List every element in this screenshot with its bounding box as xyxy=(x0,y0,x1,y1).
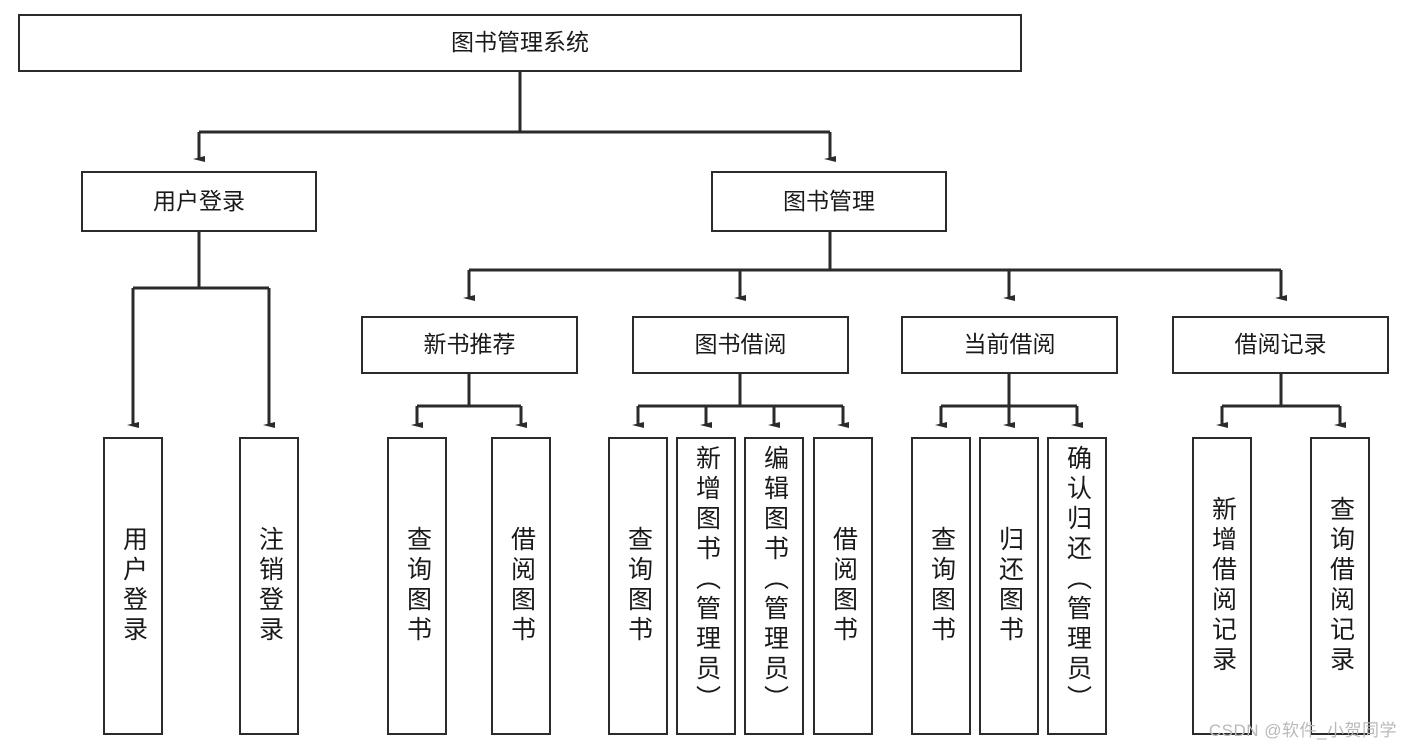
leaf-query-book-borrow[interactable]: 查询图书 xyxy=(608,437,668,735)
node-new-book-recommend[interactable]: 新书推荐 xyxy=(361,316,578,374)
node-label: 用户登录 xyxy=(119,526,148,646)
node-label: 新书推荐 xyxy=(423,331,516,358)
node-book-management[interactable]: 图书管理 xyxy=(711,171,947,232)
leaf-logout-login[interactable]: 注销登录 xyxy=(239,437,299,735)
node-label: 归还图书 xyxy=(995,526,1024,646)
leaf-query-book-current[interactable]: 查询图书 xyxy=(911,437,971,735)
node-label: 新增借阅记录 xyxy=(1208,496,1237,676)
node-label: 当前借阅 xyxy=(963,331,1056,358)
node-label: 注销登录 xyxy=(255,526,284,646)
node-label: 编辑图书（管理员） xyxy=(760,445,789,715)
node-root-book-management-system[interactable]: 图书管理系统 xyxy=(18,14,1022,72)
node-label: 查询借阅记录 xyxy=(1326,496,1355,676)
node-label: 查询图书 xyxy=(403,526,432,646)
node-label: 借阅记录 xyxy=(1234,331,1327,358)
node-label: 图书借阅 xyxy=(694,331,787,358)
node-label: 新增图书（管理员） xyxy=(692,445,721,715)
leaf-confirm-return-admin[interactable]: 确认归还（管理员） xyxy=(1047,437,1107,735)
leaf-add-borrow-record[interactable]: 新增借阅记录 xyxy=(1192,437,1252,735)
node-label: 查询图书 xyxy=(624,526,653,646)
leaf-add-book-admin[interactable]: 新增图书（管理员） xyxy=(676,437,736,735)
leaf-borrow-book[interactable]: 借阅图书 xyxy=(813,437,873,735)
node-borrow-record[interactable]: 借阅记录 xyxy=(1172,316,1389,374)
node-user-login[interactable]: 用户登录 xyxy=(81,171,317,232)
node-current-borrow[interactable]: 当前借阅 xyxy=(901,316,1118,374)
node-label: 借阅图书 xyxy=(507,526,536,646)
leaf-query-book-recommend[interactable]: 查询图书 xyxy=(387,437,447,735)
node-label: 用户登录 xyxy=(153,187,245,214)
node-label: 图书管理系统 xyxy=(451,29,589,56)
leaf-borrow-book-recommend[interactable]: 借阅图书 xyxy=(491,437,551,735)
node-label: 查询图书 xyxy=(927,526,956,646)
leaf-edit-book-admin[interactable]: 编辑图书（管理员） xyxy=(744,437,804,735)
node-label: 图书管理 xyxy=(783,187,875,214)
node-label: 借阅图书 xyxy=(829,526,858,646)
leaf-user-login[interactable]: 用户登录 xyxy=(103,437,163,735)
leaf-return-book[interactable]: 归还图书 xyxy=(979,437,1039,735)
leaf-query-borrow-record[interactable]: 查询借阅记录 xyxy=(1310,437,1370,735)
node-book-borrow[interactable]: 图书借阅 xyxy=(632,316,849,374)
node-label: 确认归还（管理员） xyxy=(1063,445,1092,715)
